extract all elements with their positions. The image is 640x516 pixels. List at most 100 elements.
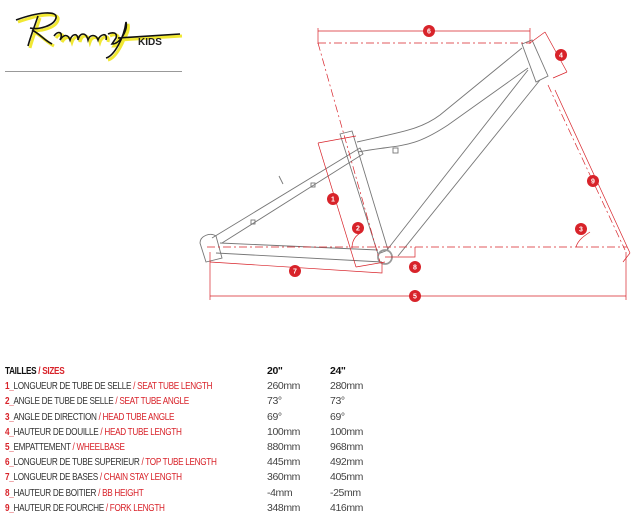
- row-v1: 100mm: [267, 425, 301, 438]
- dimension-badges: 6 4 1 2 9 3 8 7 5: [289, 25, 599, 302]
- row-v1: 69°: [267, 410, 282, 423]
- seat-stay: [211, 147, 364, 244]
- row-fr: LONGUEUR DE TUBE SUPERIEUR: [13, 456, 140, 469]
- row-en: FORK LENGTH: [109, 501, 165, 514]
- badge-6: 6: [423, 25, 435, 37]
- row-en: TOP TUBE LENGTH: [145, 456, 217, 469]
- row-v1: 73°: [267, 395, 282, 408]
- row-fr: ANGLE DE TUBE DE SELLE: [13, 395, 114, 408]
- svg-text:8: 8: [413, 265, 417, 272]
- col-24-header: 24": [330, 365, 346, 377]
- table-header: TAILLES / SIZES 20" 24": [5, 364, 405, 379]
- row-en: HEAD TUBE ANGLE: [102, 410, 175, 423]
- row-label: 3_ANGLE DE DIRECTION / HEAD TUBE ANGLE: [5, 410, 174, 425]
- row-v1: -4mm: [267, 486, 293, 499]
- header-label: TAILLES / SIZES: [5, 364, 65, 379]
- row-v2: 100mm: [330, 425, 364, 438]
- cable-guide: [278, 175, 284, 185]
- row-v1: 445mm: [267, 456, 301, 469]
- row-fr: HAUTEUR DE FOURCHE: [13, 501, 104, 514]
- row-sep: /: [99, 471, 102, 484]
- bike-frame-geometry-diagram: 6 4 1 2 9 3 8 7 5: [199, 25, 631, 302]
- badge-8: 8: [409, 261, 421, 273]
- row-num: 6_: [5, 456, 14, 469]
- row-num: 4_: [5, 425, 14, 438]
- row-num: 3_: [5, 410, 14, 423]
- svg-text:9: 9: [591, 179, 595, 186]
- header-sep: /: [38, 365, 41, 377]
- row-en: BB HEIGHT: [102, 486, 144, 499]
- row-num: 9_: [5, 501, 14, 514]
- svg-text:7: 7: [293, 269, 297, 276]
- seat-tube: [339, 130, 389, 255]
- row-fr: LONGUEUR DE TUBE DE SELLE: [13, 380, 132, 393]
- badge-9: 9: [587, 175, 599, 187]
- row-label: 5_EMPATTEMENT / WHEELBASE: [5, 440, 125, 455]
- badge-5: 5: [409, 290, 421, 302]
- table-row: 4_HAUTEUR DE DOUILLE / HEAD TUBE LENGTH 1…: [5, 425, 405, 440]
- row-num: 8_: [5, 486, 14, 499]
- badge-1: 1: [327, 193, 339, 205]
- table-row: 8_HAUTEUR DE BOITIER / BB HEIGHT -4mm -25m…: [5, 486, 405, 501]
- row-num: 1_: [5, 380, 14, 393]
- logo-kids-text: KIDS: [138, 37, 162, 48]
- badge-7: 7: [289, 265, 301, 277]
- ramoney-script-logo: [15, 12, 183, 62]
- badge-3: 3: [575, 223, 587, 235]
- table-row: 2_ANGLE DE TUBE DE SELLE / SEAT TUBE ANG…: [5, 394, 405, 409]
- row-label: 9_HAUTEUR DE FOURCHE / FORK LENGTH: [5, 501, 165, 516]
- row-fr: HAUTEUR DE DOUILLE: [13, 425, 99, 438]
- row-v2: 73°: [330, 395, 345, 408]
- row-v2: 405mm: [330, 471, 364, 484]
- row-v2: -25mm: [330, 486, 361, 499]
- svg-text:6: 6: [427, 29, 431, 36]
- row-fr: EMPATTEMENT: [13, 440, 71, 453]
- row-v1: 360mm: [267, 471, 301, 484]
- table-row: 3_ANGLE DE DIRECTION / HEAD TUBE ANGLE 69…: [5, 410, 405, 425]
- svg-text:4: 4: [559, 53, 563, 60]
- row-label: 1_LONGUEUR DE TUBE DE SELLE / SEAT TUBE …: [5, 379, 213, 394]
- geometry-table: TAILLES / SIZES 20" 24" 1_LONGUEUR DE TU…: [5, 364, 405, 516]
- row-sep: /: [72, 440, 75, 453]
- row-label: 4_HAUTEUR DE DOUILLE / HEAD TUBE LENGTH: [5, 425, 182, 440]
- svg-text:5: 5: [413, 294, 417, 301]
- svg-text:2: 2: [356, 226, 360, 233]
- badge-2: 2: [352, 222, 364, 234]
- table-row: 6_LONGUEUR DE TUBE SUPERIEUR / TOP TUBE …: [5, 455, 405, 470]
- row-en: SEAT TUBE LENGTH: [137, 380, 213, 393]
- row-v2: 416mm: [330, 501, 364, 514]
- row-fr: HAUTEUR DE BOITIER: [13, 486, 97, 499]
- divider: [5, 71, 182, 72]
- row-num: 2_: [5, 395, 14, 408]
- head-tube: [521, 39, 549, 83]
- svg-text:1: 1: [331, 197, 335, 204]
- row-label: 2_ANGLE DE TUBE DE SELLE / SEAT TUBE ANG…: [5, 394, 189, 409]
- row-sep: /: [98, 410, 101, 423]
- row-sep: /: [133, 380, 136, 393]
- row-en: SEAT TUBE ANGLE: [119, 395, 189, 408]
- header-fr: TAILLES: [5, 365, 37, 377]
- ramoney-kids-logo: KIDS: [8, 4, 188, 76]
- row-en: WHEELBASE: [76, 440, 125, 453]
- row-sep: /: [98, 486, 101, 499]
- header-en: SIZES: [42, 365, 65, 377]
- table-row: 5_EMPATTEMENT / WHEELBASE 880mm 968mm: [5, 440, 405, 455]
- row-sep: /: [115, 395, 118, 408]
- badge-4: 4: [555, 49, 567, 61]
- row-v2: 69°: [330, 410, 345, 423]
- row-fr: ANGLE DE DIRECTION: [13, 410, 97, 423]
- dimension-lines: [207, 28, 631, 300]
- row-v1: 880mm: [267, 440, 301, 453]
- col-20-header: 20": [267, 365, 283, 377]
- row-en: CHAIN STAY LENGTH: [103, 471, 182, 484]
- top-tube: [356, 47, 529, 153]
- row-v2: 968mm: [330, 440, 364, 453]
- row-fr: LONGUEUR DE BASES: [13, 471, 98, 484]
- chain-stay: [215, 242, 383, 263]
- frame-outline: [199, 39, 549, 265]
- row-label: 6_LONGUEUR DE TUBE SUPERIEUR / TOP TUBE …: [5, 455, 217, 470]
- row-num: 5_: [5, 440, 14, 453]
- table-row: 1_LONGUEUR DE TUBE DE SELLE / SEAT TUBE …: [5, 379, 405, 394]
